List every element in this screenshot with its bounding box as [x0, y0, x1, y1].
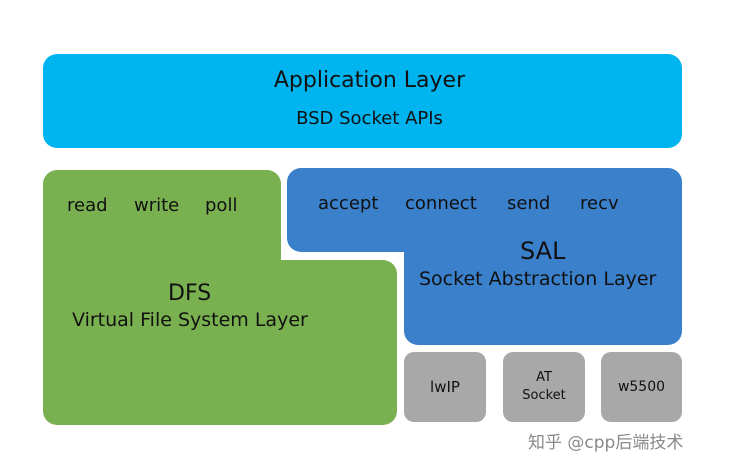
dfs-function-read: read	[67, 195, 108, 216]
sal-function-send: send	[507, 193, 551, 214]
application-layer-box	[43, 54, 682, 148]
dfs-function-write: write	[134, 195, 180, 216]
dfs-box-bottom	[43, 260, 397, 425]
driver-w5500-label: w5500	[617, 379, 666, 395]
driver-w5500-box: w5500	[601, 352, 682, 422]
dfs-subtitle: Virtual File System Layer	[72, 309, 308, 331]
sal-title: SAL	[520, 237, 566, 265]
dfs-title: DFS	[168, 281, 212, 306]
application-layer-title: Application Layer	[273, 68, 466, 93]
driver-lwip-box: lwIP	[404, 352, 486, 422]
sal-function-connect: connect	[405, 193, 477, 214]
driver-at-socket-box: AT Socket	[503, 352, 585, 422]
sal-box-bottom	[404, 225, 682, 345]
dfs-function-poll: poll	[205, 195, 238, 216]
sal-function-recv: recv	[580, 193, 619, 214]
sal-subtitle: Socket Abstraction Layer	[419, 268, 657, 290]
sal-function-accept: accept	[318, 193, 379, 214]
watermark-text: 知乎 @cpp后端技术	[528, 433, 684, 453]
driver-at-socket-label: AT Socket	[522, 370, 566, 403]
driver-lwip-label: lwIP	[430, 378, 460, 396]
application-layer-subtitle: BSD Socket APIs	[296, 108, 443, 129]
